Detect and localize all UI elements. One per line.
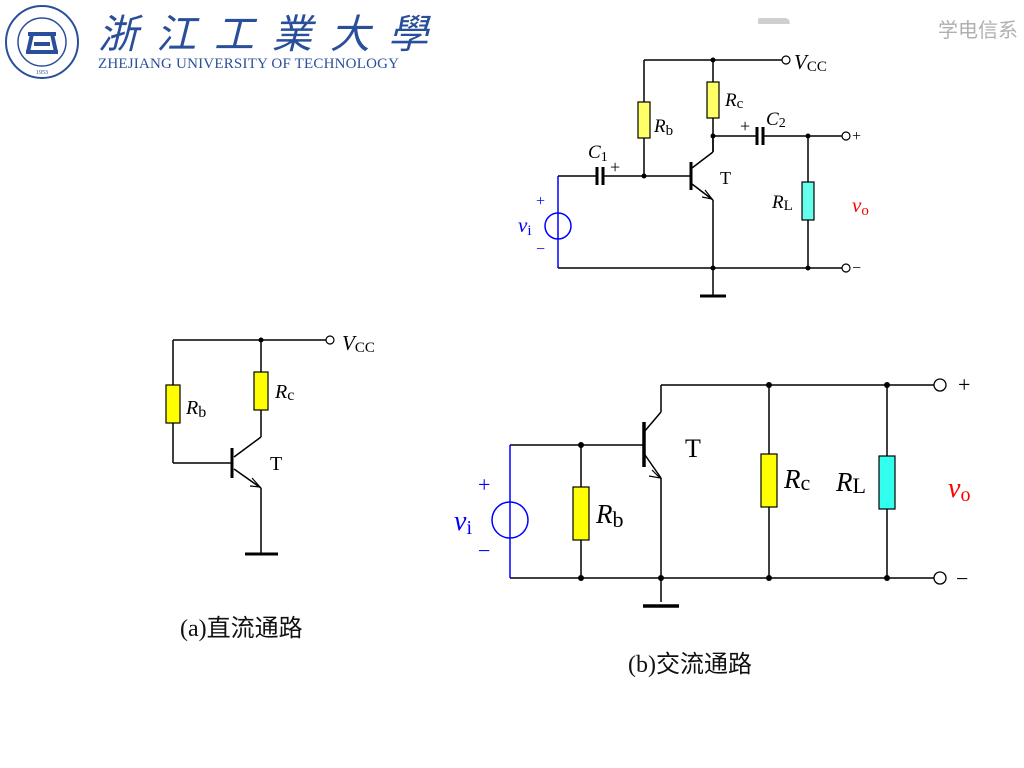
ac-path-circuit: + − + − vi Rb T Rc RL vo bbox=[454, 372, 970, 608]
source-plus-sign: + bbox=[478, 472, 490, 497]
transistor-label: T bbox=[270, 453, 282, 475]
university-name-en: ZHEJIANG UNIVERSITY OF TECHNOLOGY bbox=[98, 56, 400, 72]
resistor-rb bbox=[572, 486, 590, 541]
rc-label: Rc bbox=[724, 90, 744, 112]
junction-dot bbox=[766, 382, 772, 388]
resistor-rb bbox=[637, 101, 651, 139]
junction-dot bbox=[578, 442, 584, 448]
emitter-lead bbox=[691, 183, 714, 201]
header: 1953 浙江工業大學 ZHEJIANG UNIVERSITY OF TECHN… bbox=[0, 0, 1024, 80]
collector-lead bbox=[233, 436, 262, 458]
vi-label: vi bbox=[454, 506, 472, 539]
junction-dot bbox=[578, 575, 584, 581]
junction-dot bbox=[805, 133, 811, 139]
output-minus-terminal bbox=[841, 263, 851, 273]
output-minus-terminal bbox=[933, 571, 947, 585]
voltage-source-icon bbox=[491, 501, 529, 539]
source-minus-sign: − bbox=[478, 538, 490, 563]
logo-year: 1953 bbox=[36, 70, 48, 76]
resistor-rl bbox=[878, 455, 896, 510]
rc-label: Rc bbox=[274, 381, 294, 404]
department-brush-stroke bbox=[758, 18, 790, 24]
output-plus-sign: + bbox=[958, 372, 970, 397]
caption-dc-path: (a)直流通路 bbox=[180, 616, 303, 642]
resistor-rc bbox=[706, 81, 720, 119]
resistor-rc bbox=[253, 371, 269, 411]
emitter-lead bbox=[233, 468, 262, 489]
c2-label: C2 bbox=[766, 109, 786, 131]
resistor-rl bbox=[801, 181, 815, 221]
junction-dot bbox=[641, 173, 647, 179]
junction-dot bbox=[710, 265, 716, 271]
junction-dot bbox=[658, 575, 664, 581]
rb-label: Rb bbox=[595, 499, 624, 532]
junction-dot bbox=[766, 575, 772, 581]
junction-dot bbox=[884, 575, 890, 581]
resistor-rb bbox=[165, 384, 181, 424]
vcc-terminal bbox=[781, 55, 791, 65]
university-logo-icon: 1953 bbox=[5, 5, 79, 79]
output-minus-sign: − bbox=[956, 566, 968, 591]
emitter-lead bbox=[644, 454, 662, 479]
rb-label: Rb bbox=[653, 116, 673, 139]
dc-path-circuit: VCC Rb Rc T bbox=[165, 331, 375, 556]
source-minus-sign: − bbox=[536, 241, 545, 258]
transistor-label: T bbox=[685, 434, 701, 463]
vi-label: vi bbox=[518, 213, 532, 239]
vcc-label: VCC bbox=[342, 331, 375, 356]
c2-plus-sign: + bbox=[740, 116, 750, 136]
source-plus-sign: + bbox=[536, 193, 545, 210]
emitter-arrow-icon bbox=[648, 469, 662, 479]
rb-label: Rb bbox=[185, 397, 206, 421]
emitter-arrow-icon bbox=[249, 477, 262, 488]
junction-dot bbox=[805, 265, 811, 271]
output-plus-terminal bbox=[933, 378, 947, 392]
full-amplifier-circuit: VCC Rb Rc C1 + C2 + T RL + − + − vi vo bbox=[518, 50, 869, 298]
caption-ac-path: (b)交流通路 bbox=[628, 652, 752, 678]
junction-dot bbox=[710, 57, 716, 63]
junction-dot bbox=[884, 382, 890, 388]
rc-label: Rc bbox=[783, 464, 811, 495]
transistor-label: T bbox=[720, 168, 731, 188]
output-plus-terminal bbox=[841, 131, 851, 141]
resistor-rc bbox=[760, 453, 778, 508]
rl-label: RL bbox=[835, 467, 866, 498]
junction-dot bbox=[710, 133, 716, 139]
rl-label: RL bbox=[771, 192, 793, 214]
vcc-label: VCC bbox=[794, 50, 827, 75]
junction-dot bbox=[258, 337, 264, 343]
collector-lead bbox=[691, 151, 714, 169]
department-name: 学电信系 bbox=[938, 18, 1018, 42]
output-plus-sign: + bbox=[852, 128, 861, 145]
vcc-terminal bbox=[325, 335, 335, 345]
output-minus-sign: − bbox=[852, 260, 861, 277]
voltage-source-icon bbox=[544, 212, 572, 240]
c1-plus-sign: + bbox=[610, 157, 620, 177]
c1-label: C1 bbox=[588, 142, 608, 165]
vo-label: vo bbox=[948, 473, 970, 506]
emitter-arrow-icon bbox=[701, 189, 714, 200]
collector-lead bbox=[643, 411, 662, 433]
vo-label: vo bbox=[852, 193, 869, 219]
university-name-cn: 浙江工業大學 bbox=[98, 12, 446, 58]
